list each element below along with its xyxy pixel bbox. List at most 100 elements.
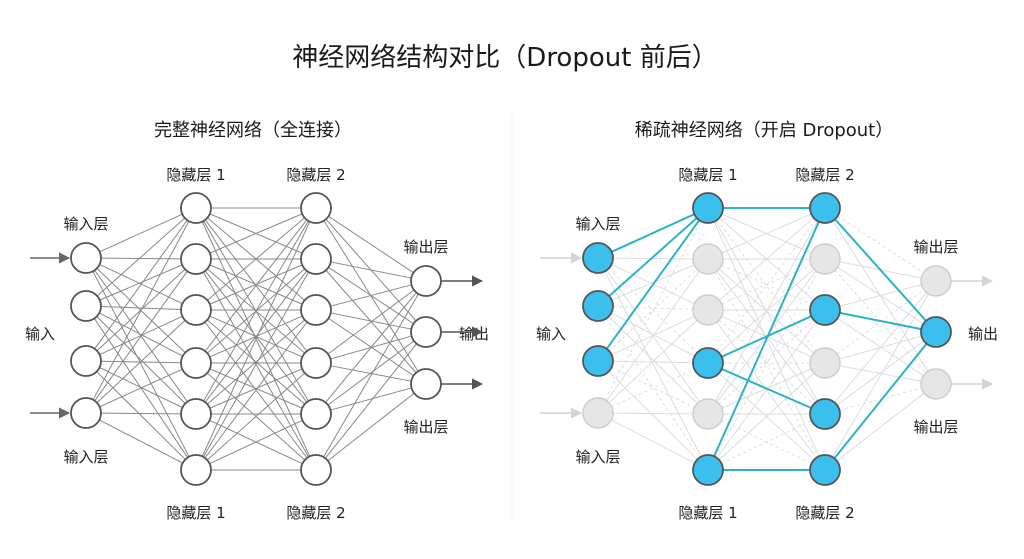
edge-hidden1-4-hidden2-0: [203, 220, 309, 402]
left-hidden1-bottom-label: 隐藏层 1: [166, 504, 225, 522]
edge-input-2-hidden1-5: [96, 371, 186, 460]
neuron-output-2: [410, 316, 442, 348]
edge-hidden1-3-hidden2-0: [204, 219, 308, 352]
dropped-edge-hidden1-1-hidden2-0: [721, 213, 812, 254]
dropped-edge-input-1-hidden1-2: [612, 306, 694, 310]
active-edge-hidden1-3-hidden2-4: [721, 368, 812, 409]
neuron-hidden2-3: [300, 294, 332, 326]
neuron-hidden1-3: [180, 294, 212, 326]
right-hidden1-bottom-label: 隐藏层 1: [678, 504, 737, 522]
edge-hidden2-0-output-0: [328, 215, 414, 274]
dropped-neuron-input-4: [582, 397, 614, 429]
edge-hidden1-4-hidden2-3: [209, 368, 303, 409]
edge-hidden2-4-output-1: [327, 340, 415, 406]
edge-hidden1-1-hidden2-0: [209, 213, 303, 254]
active-edge-input-1-hidden1-0: [608, 217, 698, 297]
active-neuron-input-1: [582, 242, 614, 274]
dropped-edge-hidden2-2-output-0: [839, 284, 922, 307]
active-neuron-hidden1-6: [692, 454, 724, 486]
edge-hidden1-4-hidden2-2: [207, 319, 305, 405]
dropped-edge-hidden1-1-hidden2-5: [714, 271, 819, 458]
right-output-top-label: 输出层: [913, 238, 958, 256]
left-output-top-label: 输出层: [403, 238, 448, 256]
active-edge-input-2-hidden1-0: [605, 219, 701, 350]
active-neuron-input-2: [582, 290, 614, 322]
active-neuron-hidden1-1: [692, 192, 724, 224]
dropped-edge-input-0-hidden1-5: [604, 271, 702, 457]
dropped-edge-hidden1-5-hidden2-3: [718, 372, 815, 461]
dropped-edge-input-3-hidden1-0: [604, 220, 702, 401]
left-input-bottom-label: 输入层: [63, 448, 108, 466]
edge-hidden2-4-output-0: [325, 292, 417, 403]
neuron-hidden2-2: [300, 243, 332, 275]
left-network: [30, 192, 484, 486]
neuron-output-1: [410, 265, 442, 297]
active-neuron-hidden2-5: [809, 398, 841, 430]
right-input-side-label: 输入: [536, 325, 566, 343]
dropped-edge-input-3-hidden1-5: [611, 419, 695, 464]
active-edge-hidden2-5-output-1: [833, 343, 928, 459]
dropped-edge-input-3-hidden1-1: [606, 270, 700, 402]
edge-hidden1-2-hidden2-0: [207, 217, 305, 301]
left-hidden2-bottom-label: 隐藏层 2: [286, 504, 345, 522]
neuron-hidden1-2: [180, 243, 212, 275]
edge-hidden2-5-output-0: [323, 293, 419, 458]
edge-hidden2-5-output-2: [327, 392, 415, 462]
right-input-top-label: 输入层: [575, 215, 620, 233]
main-title: 神经网络结构对比（Dropout 前后）: [292, 43, 717, 73]
neuron-hidden1-6: [180, 454, 212, 486]
edge-hidden2-2-output-0: [330, 284, 412, 307]
edge-hidden1-5-hidden2-0: [201, 221, 311, 457]
edge-input-0-hidden1-5: [92, 271, 190, 457]
neuron-input-4: [70, 397, 102, 429]
dropped-edge-hidden1-5-hidden2-1: [714, 271, 819, 458]
edge-input-1-hidden1-3: [99, 312, 183, 357]
edge-hidden1-5-hidden2-3: [206, 372, 306, 461]
right-active-edges: [605, 207, 928, 471]
right-output-bottom-label: 输出层: [913, 418, 958, 436]
left-panel-title: 完整神经网络（全连接）: [154, 120, 352, 141]
neuron-hidden1-1: [180, 192, 212, 224]
edge-hidden2-2-output-1: [330, 312, 412, 330]
dropped-neuron-hidden2-4: [809, 347, 841, 379]
edge-hidden2-1-output-0: [330, 261, 412, 279]
neuron-hidden2-1: [300, 192, 332, 224]
neuron-hidden2-5: [300, 398, 332, 430]
edge-input-3-hidden1-2: [96, 319, 186, 404]
edge-input-3-hidden1-3: [99, 368, 183, 408]
dropped-edge-input-1-hidden1-4: [608, 316, 698, 404]
active-edge-hidden2-2-output-1: [839, 311, 922, 331]
dropped-edge-input-3-hidden1-4: [612, 412, 694, 415]
neuron-output-3: [410, 368, 442, 400]
left-hidden1-top-label: 隐藏层 1: [166, 166, 225, 184]
active-neuron-hidden2-1: [809, 192, 841, 224]
edge-input-1-hidden1-2: [100, 306, 182, 310]
dropped-edge-hidden1-2-hidden2-1: [721, 264, 812, 305]
dropped-edge-hidden1-5-hidden2-2: [716, 321, 817, 459]
active-neuron-output-2: [920, 316, 952, 348]
dropped-neuron-output-1: [920, 265, 952, 297]
dropped-edge-hidden1-5-hidden2-4: [721, 420, 812, 464]
edge-hidden2-4-output-2: [330, 387, 412, 411]
dropped-edge-hidden2-4-output-2: [839, 387, 922, 411]
dropped-edge-input-2-hidden1-5: [608, 371, 698, 460]
edge-input-2-hidden1-0: [94, 219, 188, 350]
edge-input-0-hidden1-1: [100, 257, 182, 260]
neuron-hidden2-4: [300, 347, 332, 379]
dropped-edge-hidden2-5-output-0: [832, 293, 929, 458]
left-output-bottom-label: 输出层: [403, 418, 448, 436]
active-edge-input-0-hidden1-0: [611, 213, 695, 253]
right-hidden2-bottom-label: 隐藏层 2: [795, 504, 854, 522]
neuron-input-2: [70, 290, 102, 322]
neuron-input-3: [70, 345, 102, 377]
active-edge-hidden2-0-output-1: [834, 218, 927, 322]
active-edge-hidden1-5-hidden2-0: [713, 221, 820, 457]
dropped-neuron-hidden1-5: [692, 398, 724, 430]
right-hidden1-top-label: 隐藏层 1: [678, 166, 737, 184]
right-hidden2-top-label: 隐藏层 2: [795, 166, 854, 184]
dropped-edge-input-1-hidden1-1: [611, 264, 695, 301]
right-input-bottom-label: 输入层: [575, 448, 620, 466]
left-input-top-label: 输入层: [63, 215, 108, 233]
left-hidden2-top-label: 隐藏层 2: [286, 166, 345, 184]
